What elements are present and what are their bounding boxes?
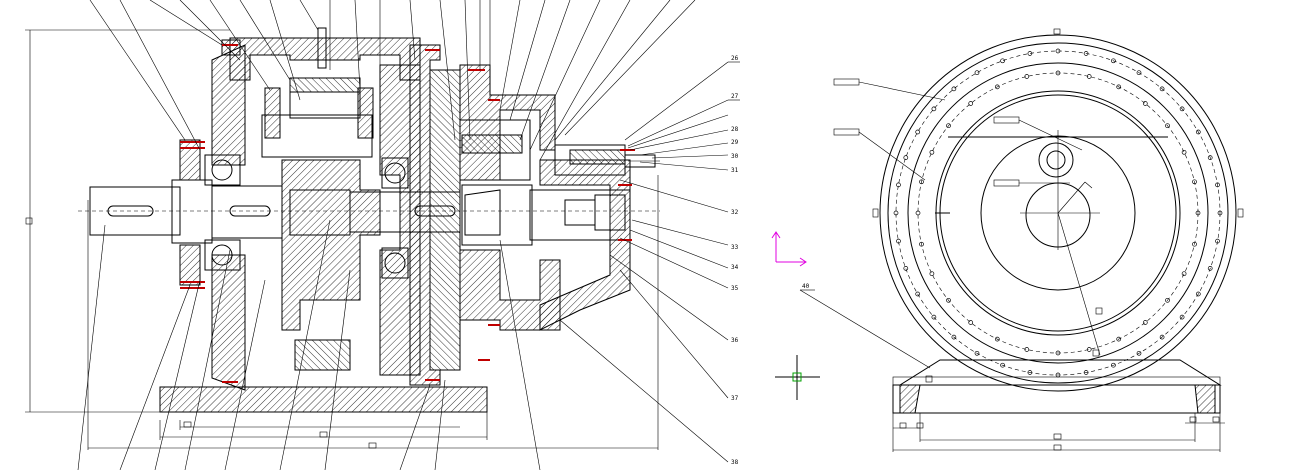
callout-32: 32: [731, 209, 739, 216]
bolt-hole: [1055, 70, 1061, 76]
bolt-hole: [1215, 182, 1220, 188]
bolt-hole: [1111, 58, 1116, 64]
bolt-hole: [1192, 241, 1197, 247]
bolt-hole: [1083, 370, 1089, 375]
bolt-hole: [1192, 179, 1197, 185]
bolt-hole: [1055, 350, 1061, 356]
bolt-hole: [951, 334, 957, 340]
bolt-hole: [1000, 58, 1005, 64]
callout-31: 31: [731, 167, 739, 174]
bolt-hole: [1142, 320, 1148, 325]
bolt-hole: [1195, 291, 1201, 297]
bolt-hole: [896, 238, 901, 244]
crosshair-cursor-icon[interactable]: [775, 355, 820, 400]
callout-36: 36: [731, 337, 739, 344]
bolt-hole: [1215, 238, 1220, 244]
callout-38: 38: [731, 459, 739, 466]
side-view: 40: [799, 28, 1244, 452]
bolt-hole: [1179, 314, 1185, 320]
bolt-hole: [896, 182, 901, 188]
bolt-hole: [1159, 86, 1165, 92]
bolt-hole: [1116, 84, 1122, 90]
bolt-hole: [994, 84, 1000, 90]
bolt-hole: [1179, 106, 1185, 112]
bolt-hole: [1116, 336, 1122, 342]
bolt-hole: [1111, 362, 1116, 368]
bolt-hole: [974, 70, 980, 76]
bolt-hole: [946, 297, 951, 303]
bolt-hole: [1165, 297, 1170, 303]
callout-27: 27: [731, 93, 739, 100]
callout-40: 40: [802, 283, 810, 290]
bolt-hole: [931, 314, 937, 320]
bolt-hole: [915, 210, 921, 216]
bolt-hole: [1165, 123, 1170, 129]
bolt-hole: [1000, 362, 1005, 368]
ucs-axis-icon: [771, 231, 807, 267]
bolt-hole: [1207, 266, 1213, 271]
bolt-hole: [1142, 101, 1148, 106]
bolt-hole: [946, 123, 951, 129]
bolt-hole: [1217, 210, 1223, 216]
bolt-hole: [1136, 350, 1142, 356]
bolt-hole: [929, 149, 935, 155]
bolt-hole: [929, 271, 935, 277]
bolt-hole: [1055, 372, 1061, 378]
bolt-hole: [915, 129, 921, 135]
bolt-hole: [1083, 51, 1089, 56]
bolt-hole: [1024, 347, 1030, 352]
callout-30: 30: [731, 153, 739, 160]
bolt-hole: [919, 241, 924, 247]
bolt-hole: [1086, 347, 1092, 352]
bolt-hole: [974, 350, 980, 356]
bolt-hole: [919, 179, 924, 185]
callout-labels: 26 27 28 29 30 31 32 33 34 35 36 37 38: [731, 55, 739, 466]
bolt-hole: [1024, 74, 1030, 79]
callout-35: 35: [731, 285, 739, 292]
bolt-hole: [1136, 70, 1142, 76]
bolt-hole: [931, 106, 937, 112]
bolt-hole: [903, 155, 909, 160]
bolt-hole: [994, 336, 1000, 342]
bolt-hole: [1207, 155, 1213, 160]
bolt-hole: [1086, 74, 1092, 79]
callout-26: 26: [731, 55, 739, 62]
bolt-hole: [1027, 51, 1033, 56]
bolt-hole: [1159, 334, 1165, 340]
callout-37: 37: [731, 395, 739, 402]
bolt-hole: [1027, 370, 1033, 375]
bolt-hole: [915, 291, 921, 297]
bolt-hole: [893, 210, 899, 216]
bolt-hole: [1195, 210, 1201, 216]
bolt-hole: [968, 101, 974, 106]
callout-28: 28: [731, 126, 739, 133]
bolt-hole: [1181, 149, 1187, 155]
bolt-hole: [1195, 129, 1201, 135]
callout-34: 34: [731, 264, 739, 271]
callout-29: 29: [731, 139, 739, 146]
section-view: [25, 0, 740, 470]
callout-33: 33: [731, 244, 739, 251]
bolt-hole: [951, 86, 957, 92]
bolt-hole: [968, 320, 974, 325]
bolt-hole: [1055, 48, 1061, 54]
bolt-hole: [1181, 271, 1187, 277]
bolt-hole: [903, 266, 909, 271]
bolt-hole-pattern: [893, 48, 1223, 378]
